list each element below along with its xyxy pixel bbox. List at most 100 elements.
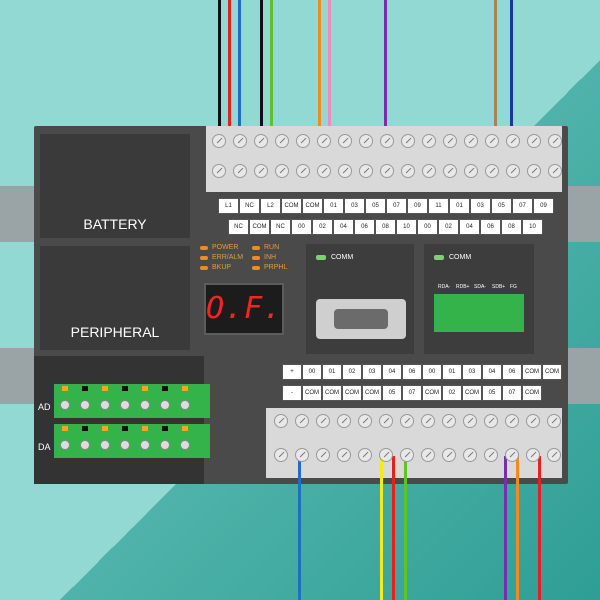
terminal-screw[interactable] bbox=[485, 164, 499, 178]
terminal-screw[interactable] bbox=[160, 440, 170, 450]
terminal-screw[interactable] bbox=[422, 134, 436, 148]
terminal-label: 08 bbox=[375, 219, 396, 235]
terminal-screw[interactable] bbox=[80, 400, 90, 410]
terminal-screw[interactable] bbox=[60, 400, 70, 410]
terminal-screw[interactable] bbox=[527, 134, 541, 148]
terminal-tab bbox=[142, 426, 148, 431]
terminal-tab bbox=[62, 386, 68, 391]
terminal-screw[interactable] bbox=[100, 400, 110, 410]
terminal-screw[interactable] bbox=[358, 448, 372, 462]
terminal-screw[interactable] bbox=[212, 134, 226, 148]
terminal-screw[interactable] bbox=[526, 414, 540, 428]
terminal-screw[interactable] bbox=[60, 440, 70, 450]
terminal-label: NC bbox=[228, 219, 249, 235]
terminal-screw[interactable] bbox=[254, 134, 268, 148]
terminal-label: 04 bbox=[459, 219, 480, 235]
terminal-screw[interactable] bbox=[317, 164, 331, 178]
terminal-screw[interactable] bbox=[212, 164, 226, 178]
terminal-tab bbox=[182, 386, 188, 391]
terminal-screw[interactable] bbox=[160, 400, 170, 410]
terminal-screw[interactable] bbox=[464, 134, 478, 148]
terminal-tab bbox=[102, 386, 108, 391]
terminal-screw[interactable] bbox=[442, 448, 456, 462]
terminal-screw[interactable] bbox=[442, 414, 456, 428]
terminal-screw[interactable] bbox=[338, 134, 352, 148]
terminal-label: COM bbox=[362, 385, 382, 401]
terminal-screw[interactable] bbox=[379, 448, 393, 462]
terminal-screw[interactable] bbox=[295, 414, 309, 428]
terminal-screw[interactable] bbox=[443, 134, 457, 148]
terminal-screw[interactable] bbox=[485, 134, 499, 148]
terminal-screw[interactable] bbox=[421, 414, 435, 428]
terminal-screw[interactable] bbox=[296, 134, 310, 148]
terminal-screw[interactable] bbox=[180, 440, 190, 450]
terminal-screw[interactable] bbox=[274, 448, 288, 462]
terminal-screw[interactable] bbox=[316, 448, 330, 462]
terminal-screw[interactable] bbox=[180, 400, 190, 410]
terminal-screw[interactable] bbox=[380, 164, 394, 178]
terminal-screw[interactable] bbox=[526, 448, 540, 462]
terminal-screw[interactable] bbox=[548, 134, 562, 148]
battery-slot[interactable]: BATTERY bbox=[40, 134, 190, 238]
terminal-screw[interactable] bbox=[233, 164, 247, 178]
terminal-screw[interactable] bbox=[80, 440, 90, 450]
terminal-screw[interactable] bbox=[400, 448, 414, 462]
terminal-screw[interactable] bbox=[337, 448, 351, 462]
terminal-screw[interactable] bbox=[233, 134, 247, 148]
terminal-screw[interactable] bbox=[140, 440, 150, 450]
terminal-label: 08 bbox=[501, 219, 522, 235]
terminal-screw[interactable] bbox=[120, 400, 130, 410]
terminal-screw[interactable] bbox=[317, 134, 331, 148]
terminal-label: 04 bbox=[382, 364, 402, 380]
terminal-screw[interactable] bbox=[100, 440, 110, 450]
terminal-screw[interactable] bbox=[505, 448, 519, 462]
terminal-screw[interactable] bbox=[400, 414, 414, 428]
terminal-screw[interactable] bbox=[484, 448, 498, 462]
terminal-label: 01 bbox=[323, 198, 344, 214]
terminal-screw[interactable] bbox=[254, 164, 268, 178]
terminal-screw[interactable] bbox=[547, 448, 561, 462]
terminal-screw[interactable] bbox=[275, 134, 289, 148]
terminal-screw[interactable] bbox=[379, 414, 393, 428]
terminal-screw[interactable] bbox=[463, 414, 477, 428]
pin-rdb: RDB+ bbox=[456, 284, 470, 290]
terminal-screw[interactable] bbox=[337, 414, 351, 428]
terminal-screw[interactable] bbox=[443, 164, 457, 178]
terminal-screw[interactable] bbox=[380, 134, 394, 148]
terminal-screw[interactable] bbox=[296, 164, 310, 178]
terminal-screw[interactable] bbox=[527, 164, 541, 178]
terminal-screw[interactable] bbox=[316, 414, 330, 428]
terminal-screw[interactable] bbox=[506, 134, 520, 148]
terminal-screw[interactable] bbox=[484, 414, 498, 428]
terminal-screw[interactable] bbox=[359, 164, 373, 178]
terminal-screw[interactable] bbox=[274, 414, 288, 428]
terminal-screw[interactable] bbox=[548, 164, 562, 178]
terminal-label: NC bbox=[239, 198, 260, 214]
terminal-screw[interactable] bbox=[358, 414, 372, 428]
terminal-screw[interactable] bbox=[140, 400, 150, 410]
terminal-label: 04 bbox=[482, 364, 502, 380]
terminal-tab bbox=[82, 426, 88, 431]
terminal-screw[interactable] bbox=[120, 440, 130, 450]
terminal-screw[interactable] bbox=[275, 164, 289, 178]
terminal-label: 11 bbox=[428, 198, 449, 214]
terminal-label: 00 bbox=[291, 219, 312, 235]
terminal-screw[interactable] bbox=[547, 414, 561, 428]
peripheral-slot[interactable]: PERIPHERAL bbox=[40, 246, 190, 350]
terminal-screw[interactable] bbox=[463, 448, 477, 462]
pin-sda: SDA- bbox=[474, 284, 486, 290]
terminal-screw[interactable] bbox=[401, 164, 415, 178]
dsub-connector[interactable] bbox=[316, 299, 406, 339]
terminal-screw[interactable] bbox=[464, 164, 478, 178]
terminal-screw[interactable] bbox=[505, 414, 519, 428]
terminal-screw[interactable] bbox=[422, 164, 436, 178]
terminal-screw[interactable] bbox=[338, 164, 352, 178]
terminal-screw[interactable] bbox=[421, 448, 435, 462]
rs485-terminal[interactable] bbox=[434, 294, 524, 332]
terminal-screw[interactable] bbox=[359, 134, 373, 148]
terminal-screw[interactable] bbox=[295, 448, 309, 462]
terminal-tab bbox=[82, 386, 88, 391]
terminal-screw[interactable] bbox=[506, 164, 520, 178]
terminal-screw[interactable] bbox=[401, 134, 415, 148]
terminal-label: 06 bbox=[480, 219, 501, 235]
